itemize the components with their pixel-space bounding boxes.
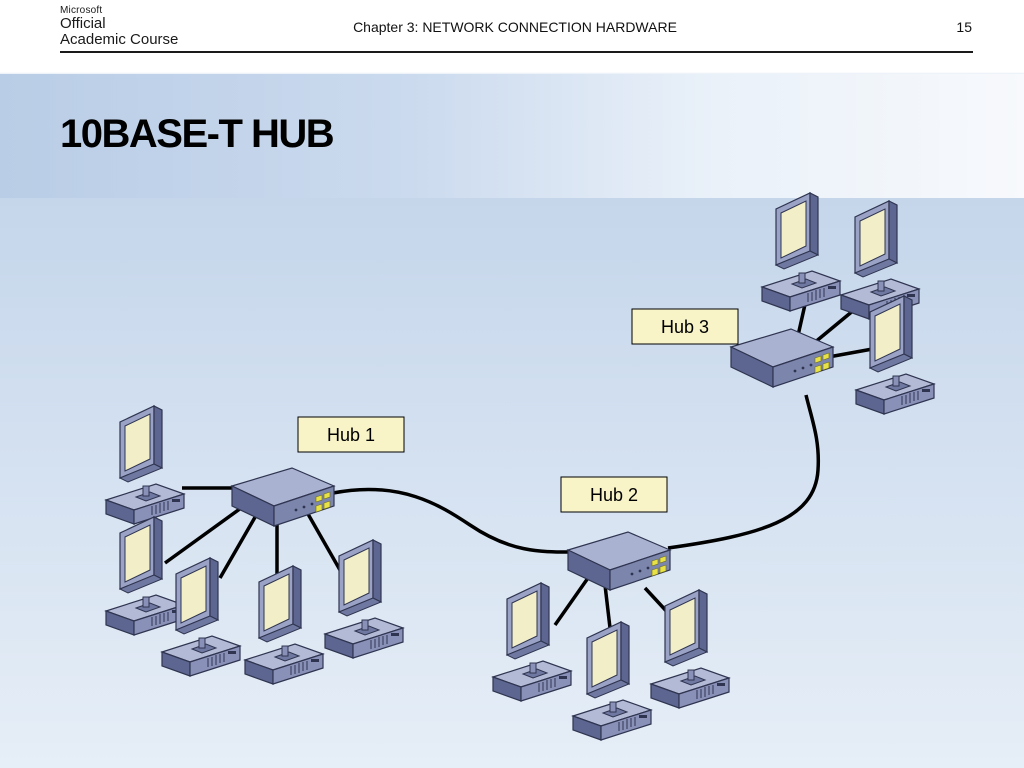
- hub-2-label: Hub 2: [560, 476, 668, 513]
- hub-3-label-text: Hub 3: [661, 317, 709, 337]
- cable-hub1-pc2: [163, 501, 250, 565]
- workstation-icon: [761, 192, 841, 312]
- hub-1-icon: [231, 467, 335, 527]
- hub-1-label: Hub 1: [297, 416, 405, 453]
- workstation-icon: [105, 405, 185, 525]
- hub2-workstations: [492, 582, 730, 741]
- header-divider: [60, 51, 973, 53]
- workstation-icon: [105, 516, 185, 636]
- logo-line-2: Academic Course: [60, 31, 179, 48]
- title-band: [0, 74, 1024, 198]
- cable-hub1-pc3: [218, 511, 260, 579]
- microsoft-logo: Microsoft Official Academic Course: [60, 5, 178, 48]
- cable-hub1-pc5: [306, 513, 342, 571]
- hub-2-icon: [567, 531, 671, 591]
- logo-brand: Microsoft: [60, 5, 103, 16]
- page-number: 15: [956, 19, 972, 35]
- workstation-icon: [492, 582, 572, 702]
- logo-line-1: Official: [60, 15, 106, 32]
- cable-hub2-hub3: [667, 394, 821, 550]
- hub-3-icon: [730, 328, 834, 388]
- cable-hub2-pc1: [553, 576, 590, 627]
- hub-2-label-text: Hub 2: [590, 485, 638, 505]
- workstation-icon: [244, 565, 324, 685]
- cable-hub1-hub2: [332, 487, 571, 554]
- slide-title: 10BASE-T HUB: [60, 112, 335, 156]
- hub-1-label-text: Hub 1: [327, 425, 375, 445]
- hub-3-label: Hub 3: [631, 308, 739, 345]
- workstation-icon: [324, 539, 404, 659]
- chapter-title: Chapter 3: NETWORK CONNECTION HARDWARE: [353, 19, 677, 35]
- workstation-icon: [572, 621, 652, 741]
